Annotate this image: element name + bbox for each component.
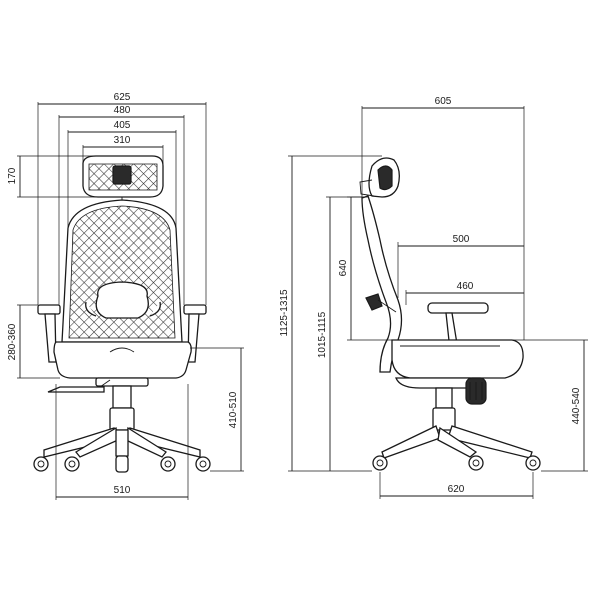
side-headrest [359, 157, 400, 198]
side-dim-620: 620 [379, 472, 534, 499]
front-headrest [82, 155, 164, 209]
dim-label-480: 480 [114, 105, 131, 116]
side-dim-1015-1115: 1015-1115 [317, 196, 372, 472]
front-dim-625: 625 [37, 92, 207, 305]
dim-label-620: 620 [448, 484, 465, 495]
front-backrest [61, 199, 183, 343]
side-dim-605: 605 [361, 96, 525, 340]
front-base [33, 426, 211, 473]
dim-label-460: 460 [457, 281, 474, 292]
side-base [372, 425, 541, 471]
dim-label-410-510: 410-510 [228, 391, 239, 428]
dim-label-170: 170 [7, 167, 18, 184]
side-dim-500: 500 [397, 234, 524, 298]
side-backrest [361, 195, 403, 373]
front-dim-510: 510 [55, 384, 189, 500]
side-dim-460: 460 [405, 281, 524, 305]
dim-label-440-540: 440-540 [571, 387, 582, 424]
front-gas-lift [109, 385, 135, 431]
front-seat [47, 341, 192, 393]
front-dim-170: 170 [7, 155, 98, 198]
dim-label-510: 510 [114, 485, 131, 496]
front-dim-405: 405 [67, 120, 177, 228]
dim-label-310: 310 [114, 135, 131, 146]
side-gas-lift [432, 387, 456, 431]
front-dim-410-510: 410-510 [190, 347, 244, 472]
side-dim-440-540: 440-540 [512, 339, 588, 472]
front-dim-310: 310 [82, 135, 164, 166]
front-dim-480: 480 [58, 105, 185, 305]
dim-label-500: 500 [453, 234, 470, 245]
dim-label-1125-1315: 1125-1315 [279, 289, 290, 337]
side-view: 605 500 460 640 1015-1115 112 [279, 96, 588, 499]
dim-label-625: 625 [114, 92, 131, 103]
front-view: 625 480 405 310 170 [7, 92, 244, 500]
side-seat [391, 339, 524, 405]
dim-label-640: 640 [338, 259, 349, 276]
side-dim-1125-1315: 1125-1315 [279, 155, 382, 472]
dim-label-1015-1115: 1015-1115 [317, 311, 328, 358]
dim-label-405: 405 [114, 120, 131, 131]
dim-label-605: 605 [435, 96, 452, 107]
front-dim-280-360: 280-360 [7, 304, 60, 379]
dim-label-280-360: 280-360 [7, 323, 18, 360]
